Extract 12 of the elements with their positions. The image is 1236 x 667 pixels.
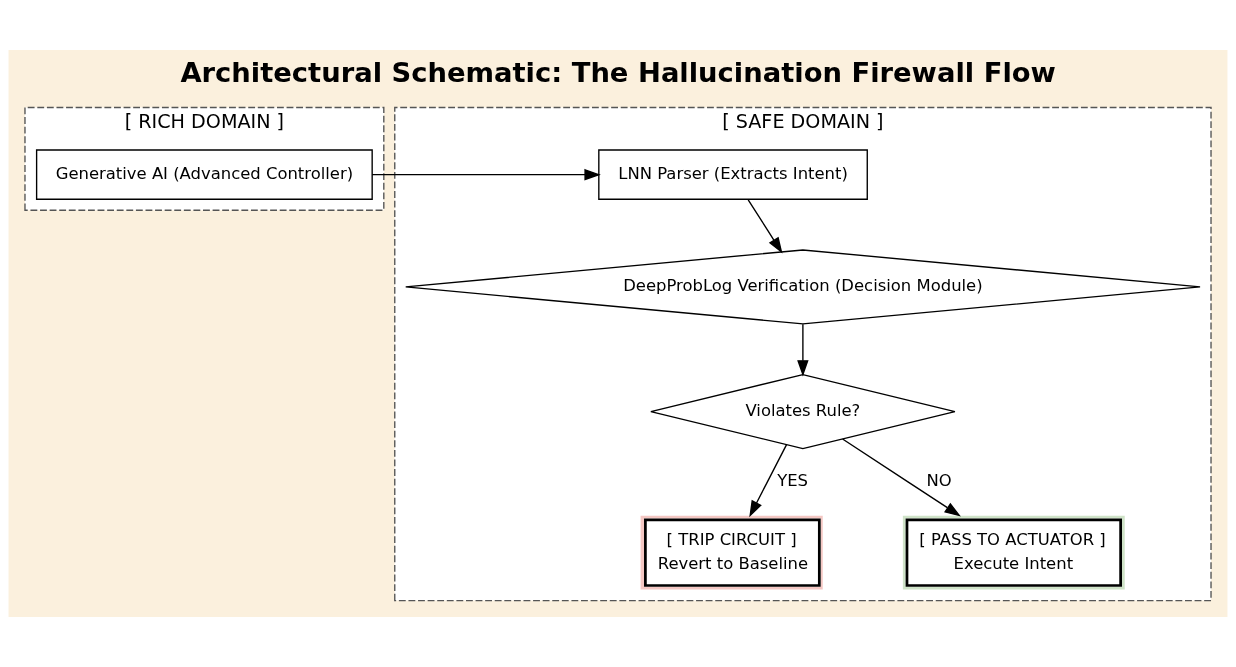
arrow xyxy=(371,168,601,181)
diagram-title: Architectural Schematic: The Hallucination Firewall Flow xyxy=(180,56,1056,88)
node-diamond: DeepProbLog Verification (Decision Module) xyxy=(405,249,1201,325)
node-diamond: Violates Rule? xyxy=(650,373,956,450)
arrow xyxy=(841,438,961,517)
node-box: LNN Parser (Extracts Intent) xyxy=(598,149,868,200)
edge-label: YES xyxy=(777,471,809,491)
arrow xyxy=(797,323,809,377)
arrow xyxy=(749,444,788,518)
edge-label: NO xyxy=(926,471,952,491)
node-box: Generative AI (Advanced Controller) xyxy=(35,149,373,200)
arrow xyxy=(747,199,783,254)
